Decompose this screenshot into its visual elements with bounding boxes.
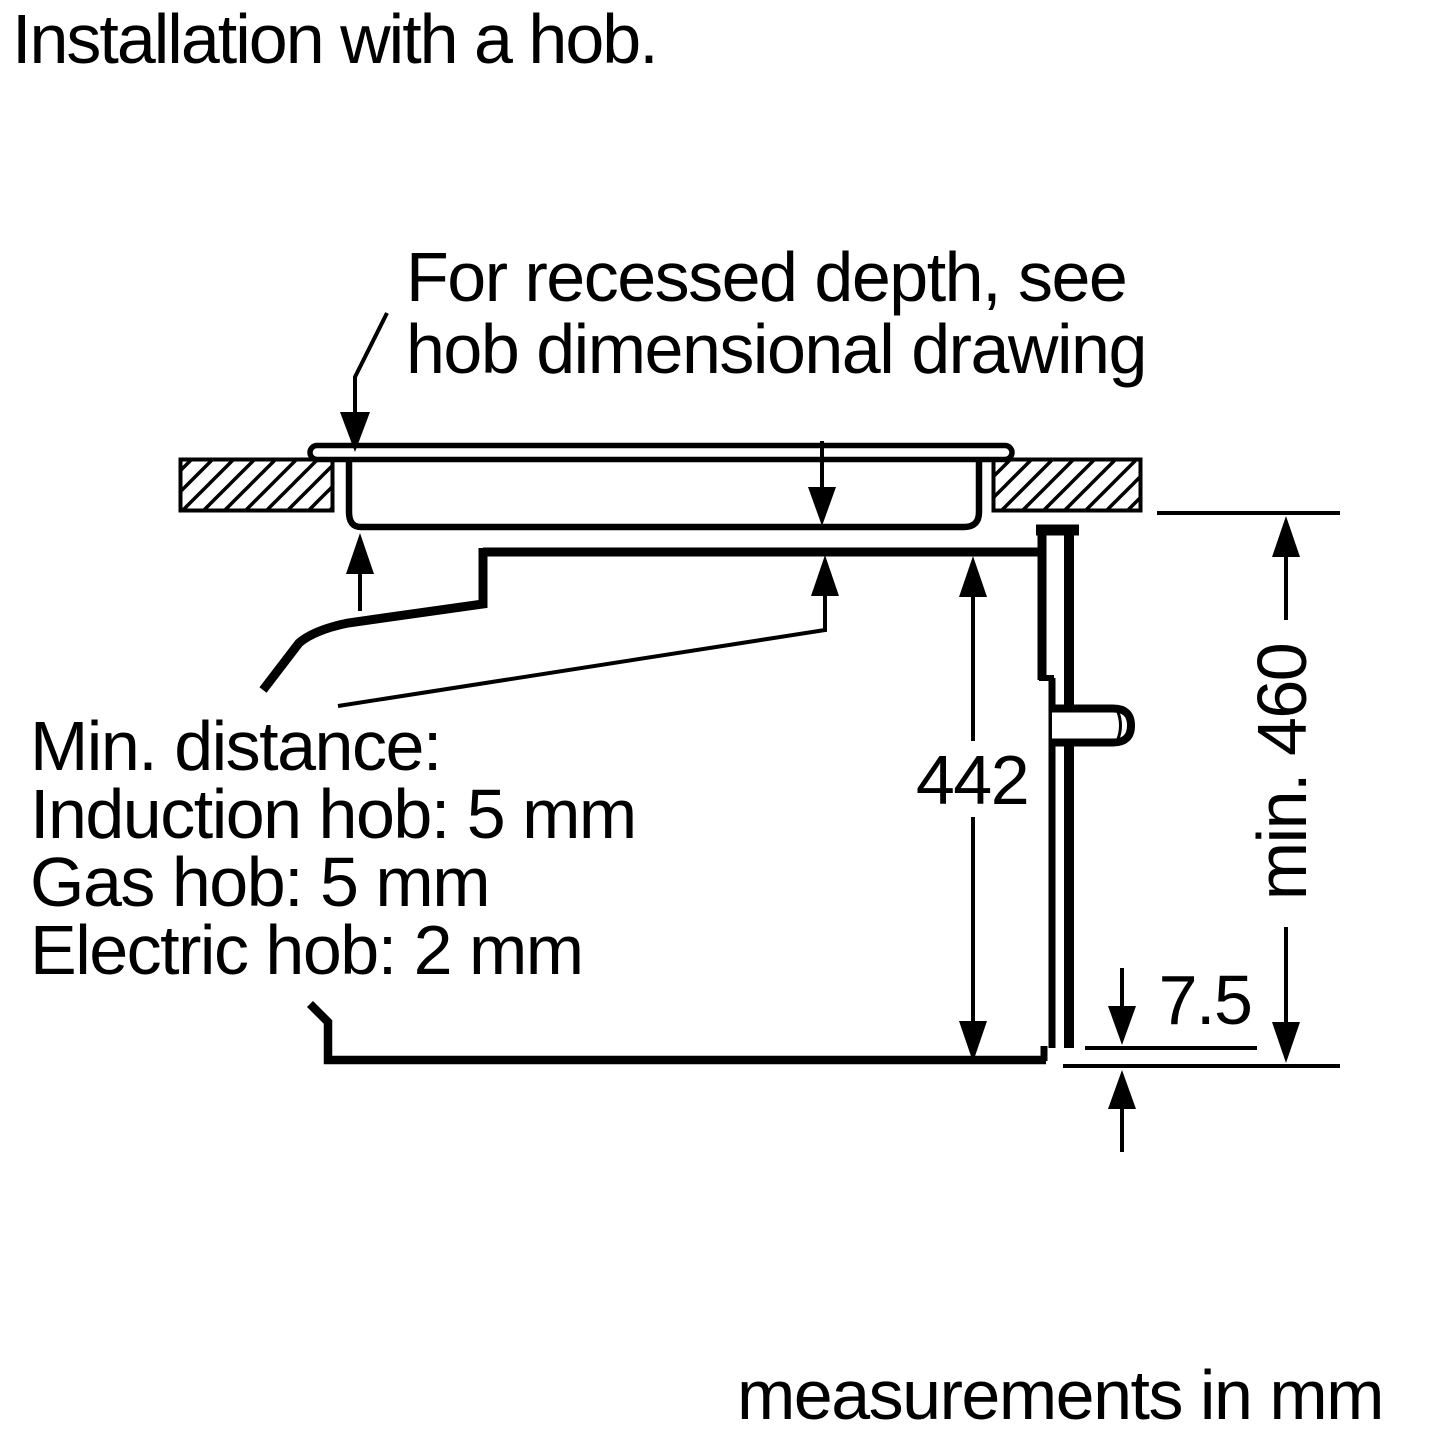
recessed-depth-pointer: [340, 312, 389, 452]
arrow-down-icon: [1108, 1006, 1136, 1045]
control-knob-cap-line: [1116, 711, 1122, 740]
worktop-cross-section: [178, 457, 1143, 513]
arrow-down-icon: [959, 1021, 987, 1062]
hob-cross-section: [307, 442, 1015, 531]
recessed-depth-note-line2: hob dimensional drawing: [406, 310, 1147, 388]
min-distance-gas: Gas hob: 5 mm: [30, 843, 491, 921]
min-distance-note: Min. distance: Induction hob: 5 mm Gas h…: [30, 707, 637, 989]
oven-bottom-line: [306, 1000, 1046, 1065]
min-distance-arrow-left: [346, 533, 374, 611]
oven-rear-step-profile: [259, 548, 488, 693]
recessed-depth-note: For recessed depth, see hob dimensional …: [406, 238, 1147, 388]
arrow-up-icon: [346, 533, 374, 574]
arrow-up-icon: [811, 555, 839, 596]
min-distance-heading: Min. distance:: [30, 707, 442, 785]
arrow-up-icon: [1272, 516, 1300, 557]
control-knob: [1052, 704, 1136, 747]
arrow-down-icon: [340, 412, 370, 452]
dimension-442: [959, 556, 987, 1062]
dimension-min-460: [1063, 511, 1340, 1068]
worktop-right-block: [991, 457, 1143, 513]
page-title: Installation with a hob.: [12, 0, 659, 78]
arrow-down-icon: [1272, 1022, 1300, 1063]
arrow-up-icon: [959, 556, 987, 597]
recessed-depth-note-line1: For recessed depth, see: [406, 238, 1128, 316]
arrow-down-icon: [808, 487, 836, 526]
min-distance-electric: Electric hob: 2 mm: [30, 911, 584, 989]
hob-depth-arrow: [808, 441, 836, 526]
dimension-value-442: 442: [915, 741, 1030, 819]
oven-door-profile: [1036, 524, 1136, 1061]
dimension-value-7-5: 7.5: [1158, 961, 1253, 1039]
dimension-value-min-460: min. 460: [1243, 643, 1321, 901]
min-distance-induction: Induction hob: 5 mm: [30, 775, 637, 853]
arrow-up-icon: [1108, 1070, 1136, 1109]
min-distance-arrow-right: [337, 555, 839, 708]
dimension-7-5: [1085, 968, 1257, 1152]
hob-top-plate: [307, 442, 1015, 463]
worktop-left-block: [178, 457, 335, 513]
measurements-note: measurements in mm: [737, 1356, 1384, 1432]
oven-carcass-profile: [259, 547, 1046, 1065]
